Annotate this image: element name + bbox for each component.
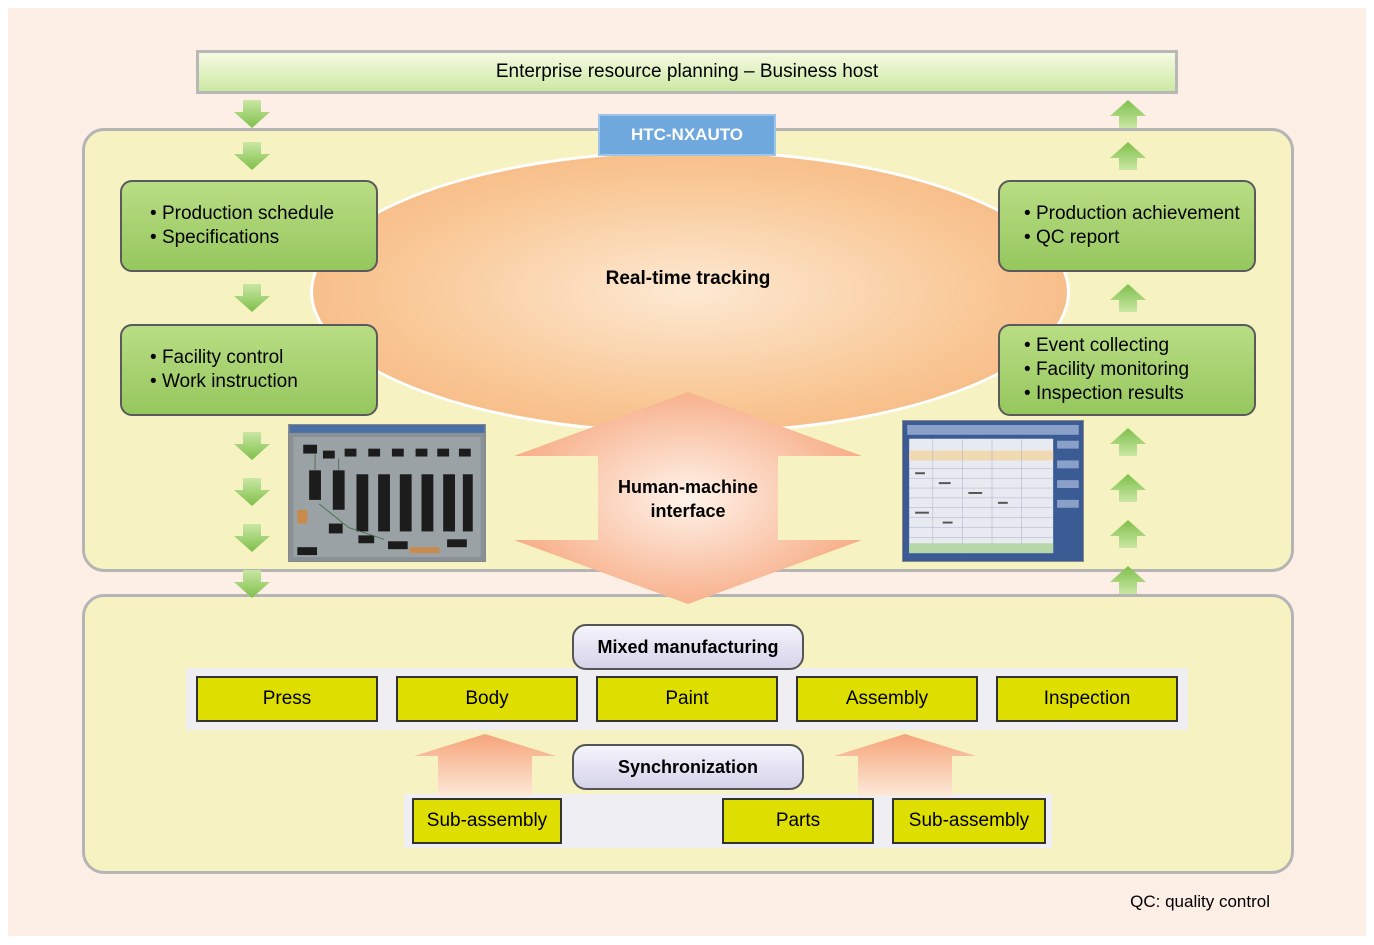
up-arrow-icon [834, 734, 976, 796]
process-press: Press [196, 676, 378, 722]
synchronization-label: Synchronization [572, 744, 804, 790]
up-arrow-icon [1110, 520, 1146, 548]
tracking-label: Real-time tracking [605, 268, 771, 289]
facility-monitoring-screenshot [902, 420, 1084, 562]
down-arrow-icon [234, 142, 270, 170]
process-body: Body [396, 676, 578, 722]
down-arrow-icon [234, 100, 270, 128]
hmi-double-arrow-icon [514, 392, 862, 604]
achievement-box: Production achievement QC report [998, 180, 1256, 272]
up-arrow-icon [1110, 428, 1146, 456]
work-instruction-item: Work instruction [150, 370, 376, 394]
down-arrow-icon [234, 478, 270, 506]
mixed-manufacturing-label: Mixed manufacturing [572, 624, 804, 670]
facility-control-box: Facility control Work instruction [120, 324, 378, 416]
hmi-label: Human-machine interface [617, 477, 759, 521]
up-arrow-icon [1110, 100, 1146, 128]
up-arrow-icon [1110, 142, 1146, 170]
qc-report-item: QC report [1024, 226, 1254, 250]
up-arrow-icon [1110, 474, 1146, 502]
up-arrow-icon [414, 734, 556, 796]
tracking-ellipse [310, 150, 1070, 434]
erp-label: Enterprise resource planning – Business … [495, 61, 879, 82]
schedule-item: Production schedule [150, 202, 376, 226]
facility-monitoring-item: Facility monitoring [1024, 358, 1254, 382]
event-collecting-item: Event collecting [1024, 334, 1254, 358]
feeder-sub-assembly-left: Sub-assembly [412, 798, 562, 844]
up-arrow-icon [1110, 284, 1146, 312]
process-paint: Paint [596, 676, 778, 722]
process-assembly: Assembly [796, 676, 978, 722]
event-collecting-box: Event collecting Facility monitoring Ins… [998, 324, 1256, 416]
system-name: HTC-NXAUTO [630, 125, 744, 144]
facility-control-item: Facility control [150, 346, 376, 370]
process-inspection: Inspection [996, 676, 1178, 722]
feeder-parts: Parts [722, 798, 874, 844]
inspection-results-item: Inspection results [1024, 382, 1254, 406]
down-arrow-icon [234, 524, 270, 552]
system-name-label: HTC-NXAUTO [598, 114, 776, 156]
down-arrow-icon [234, 570, 270, 598]
achievement-item: Production achievement [1024, 202, 1254, 226]
down-arrow-icon [234, 432, 270, 460]
erp-bar: Enterprise resource planning – Business … [196, 50, 1178, 94]
down-arrow-icon [234, 284, 270, 312]
feeder-sub-assembly-right: Sub-assembly [892, 798, 1046, 844]
footnote: QC: quality control [1130, 892, 1270, 911]
facility-control-screenshot [288, 424, 486, 562]
specifications-item: Specifications [150, 226, 376, 250]
up-arrow-icon [1110, 566, 1146, 594]
schedule-box: Production schedule Specifications [120, 180, 378, 272]
